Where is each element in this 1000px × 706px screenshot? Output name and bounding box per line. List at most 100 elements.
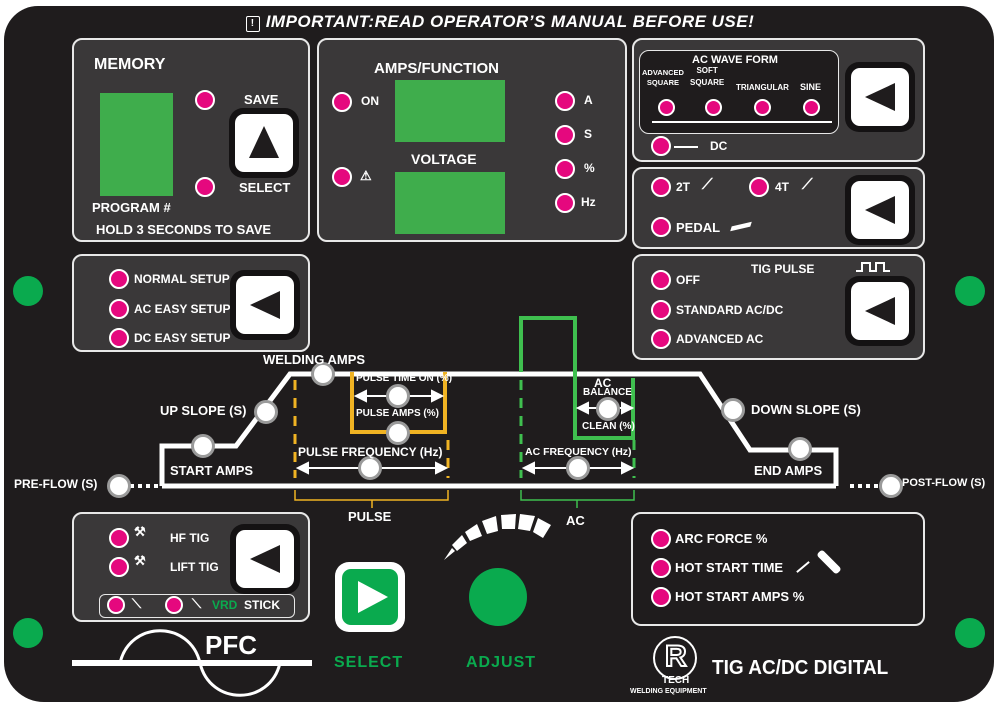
arc-force-led [651, 529, 671, 549]
stick-led [107, 596, 125, 614]
pulse-option-off: OFF [676, 273, 700, 287]
lift-tig-led [109, 557, 129, 577]
pulse-amps-knob[interactable] [386, 421, 410, 445]
pfc-sine-icon [118, 629, 282, 697]
dc-line-icon [674, 146, 698, 148]
mount-dot-left-top [13, 276, 43, 306]
setup-led-dc [109, 328, 129, 348]
dc-label: DC [710, 139, 728, 153]
brand-logo: R [653, 636, 697, 680]
torch-trigger-icon-4t: ⟋ [802, 176, 813, 193]
unit-a: A [584, 93, 593, 107]
hold-note: HOLD 3 SECONDS TO SAVE [96, 222, 272, 237]
pre-flow-knob[interactable] [107, 474, 131, 498]
wave-led-sine [803, 99, 820, 116]
end-amps-knob[interactable] [788, 437, 812, 461]
setup-button[interactable] [230, 270, 300, 340]
left-triangle-icon [250, 545, 280, 573]
electrode-rod-icon [796, 561, 810, 573]
setup-option-normal: NORMAL SETUP [134, 272, 230, 286]
setup-led-normal [109, 269, 129, 289]
pulse-frequency-knob[interactable] [358, 456, 382, 480]
setup-option-dc: DC EASY SETUP [134, 331, 231, 345]
tig-pulse-button[interactable] [845, 276, 915, 346]
ac-bracket [520, 490, 635, 501]
electrode-holder-icon [816, 549, 842, 575]
ac-wave-line [519, 316, 635, 440]
pulse-label: PULSE [348, 509, 392, 524]
pulse-time-on-knob[interactable] [386, 384, 410, 408]
vrd-label: VRD [212, 598, 238, 612]
pulse-led-off [651, 270, 671, 290]
post-flow-knob[interactable] [879, 474, 903, 498]
on-led [332, 92, 352, 112]
select-label-main: SELECT [334, 654, 404, 671]
pulse-frequency-label: PULSE FREQUENCY (Hz) [298, 445, 443, 459]
label-4t: 4T [775, 180, 790, 194]
unit-led-a [555, 91, 575, 111]
wave-led-soft-square [705, 99, 722, 116]
adjust-knob[interactable] [469, 568, 527, 626]
unit-s: S [584, 127, 593, 141]
brand-tagline: WELDING EQUIPMENT [630, 688, 707, 695]
amps-display [395, 80, 505, 142]
wave-form-button[interactable] [845, 62, 915, 132]
pfc-line [72, 660, 312, 666]
hf-tig-led [109, 528, 129, 548]
ac-clean-label: CLEAN (%) [582, 421, 635, 432]
pulse-led-standard [651, 300, 671, 320]
pfc-label: PFC [205, 630, 257, 660]
adjust-scale-icon [444, 514, 551, 560]
up-triangle-icon [249, 126, 279, 158]
select-button[interactable] [335, 562, 405, 632]
welding-amps-label: WELDING AMPS [263, 352, 366, 367]
pulse-wave-icon [856, 262, 890, 272]
trigger-mode-button[interactable] [845, 175, 915, 245]
warning-header: !IMPORTANT:READ OPERATOR’S MANUAL BEFORE… [0, 12, 1000, 32]
start-amps-knob[interactable] [191, 434, 215, 458]
stick-electrode-icon: ⟍ [132, 596, 142, 611]
mount-dot-left-bottom [13, 618, 43, 648]
setup-option-ac: AC EASY SETUP [134, 302, 231, 316]
unit-percent: % [584, 161, 595, 175]
down-slope-label: DOWN SLOPE (S) [751, 402, 861, 417]
ac-frequency-knob[interactable] [566, 456, 590, 480]
lift-tig-label: LIFT TIG [170, 560, 219, 574]
warning-led [332, 167, 352, 187]
hf-tig-icon: ⚒ [134, 524, 146, 539]
torch-trigger-icon-2t: ⟋ [702, 176, 713, 193]
amps-function-title: AMPS/FUNCTION [374, 60, 499, 77]
mount-dot-right-top [955, 276, 985, 306]
dc-led [651, 136, 671, 156]
label-pedal: PEDAL [676, 220, 721, 235]
ac-wave-form-title: AC WAVE FORM [692, 54, 778, 66]
pulse-option-advanced: ADVANCED AC [676, 332, 764, 346]
down-slope-knob[interactable] [721, 398, 745, 422]
pulse-option-standard: STANDARD AC/DC [676, 303, 784, 317]
ac-balance-label: BALANCE [583, 387, 632, 398]
label-2t: 2T [676, 180, 691, 194]
warning-triangle-icon: ⚠ [360, 168, 372, 183]
up-slope-knob[interactable] [254, 400, 278, 424]
ac-balance-knob[interactable] [596, 397, 620, 421]
process-panel: ⚒ HF TIG ⚒ LIFT TIG ⟍ ⟍ VRD STICK [72, 512, 310, 622]
wave-led-triangular [754, 99, 771, 116]
unit-hz: Hz [581, 195, 596, 209]
memory-button[interactable] [229, 108, 299, 178]
hot-start-amps-led [651, 587, 671, 607]
left-triangle-icon [865, 196, 895, 224]
welding-amps-knob[interactable] [311, 362, 335, 386]
left-triangle-icon [250, 291, 280, 319]
trigger-mode-panel: 2T ⟋ 4T ⟋ PEDAL [632, 167, 925, 249]
adjust-label: ADJUST [466, 654, 537, 671]
process-button[interactable] [230, 524, 300, 594]
save-led [195, 90, 215, 110]
stick-label: STICK [244, 598, 280, 612]
memory-panel: MEMORY SAVE SELECT PROGRAM # HOLD 3 SECO… [72, 38, 310, 242]
up-slope-label: UP SLOPE (S) [160, 403, 247, 418]
select-label: SELECT [239, 180, 291, 195]
